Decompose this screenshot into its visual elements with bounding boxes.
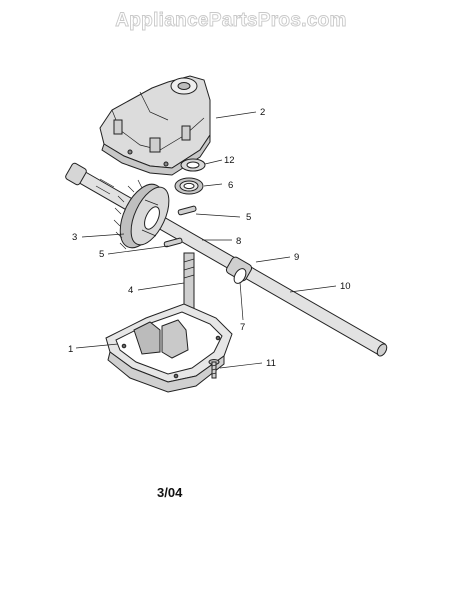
- gear-icon: [113, 179, 170, 250]
- callout-8: 8: [236, 236, 241, 247]
- callout-5b: 5: [99, 249, 104, 260]
- callout-3: 3: [72, 232, 77, 243]
- callout-6: 6: [228, 180, 233, 191]
- seal-icon: [180, 158, 206, 172]
- callout-5a: 5: [246, 212, 251, 223]
- callout-10: 10: [340, 281, 351, 292]
- gear-case-housing-icon: [105, 303, 233, 393]
- callout-11: 11: [266, 358, 276, 369]
- revision-date: 3/04: [157, 485, 183, 500]
- screw-icon: [208, 359, 220, 379]
- callout-4: 4: [128, 285, 133, 296]
- callout-12: 12: [224, 155, 235, 166]
- bearing-icon: [174, 177, 204, 195]
- gear-case-cover-icon: [99, 75, 211, 176]
- leader-lines: [75, 111, 337, 369]
- watermark: AppliancePartsPros.com: [115, 10, 347, 31]
- callout-1: 1: [68, 344, 73, 355]
- callout-7: 7: [240, 322, 245, 333]
- key-icon: [177, 205, 197, 216]
- key-icon: [163, 237, 183, 248]
- callout-9: 9: [294, 252, 299, 263]
- callout-2: 2: [260, 107, 265, 118]
